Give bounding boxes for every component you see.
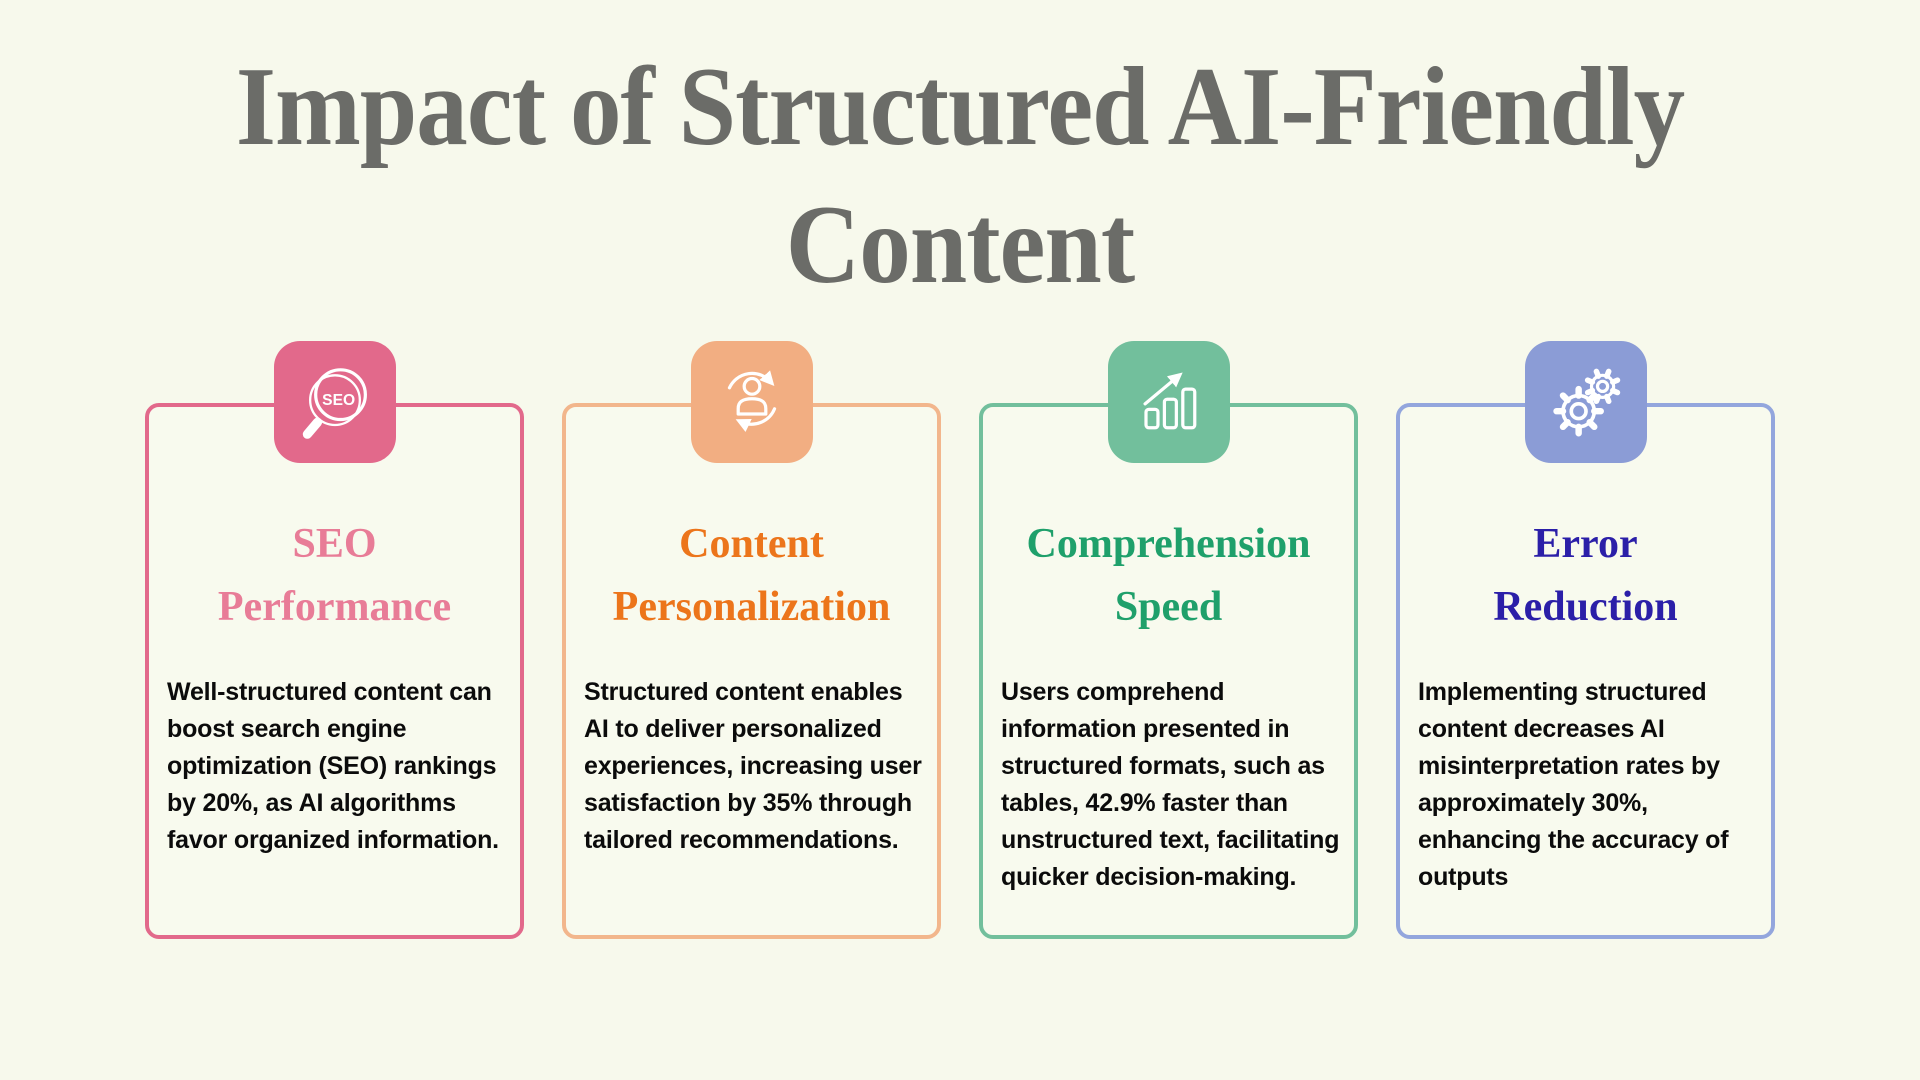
user-cycle-icon — [727, 370, 776, 433]
page-title-line-1: Impact of Structured AI-Friendly — [235, 45, 1685, 169]
card-content-personalization: Content Personalization Structured conte… — [562, 341, 941, 939]
card-heading: Comprehension Speed — [983, 513, 1354, 639]
growth-chart-icon — [1142, 372, 1196, 430]
seo-icon-label: SEO — [322, 392, 355, 409]
cards-row: SEO SEO Performance Well-structured cont… — [0, 341, 1920, 939]
card-heading-line-2: Reduction — [1493, 584, 1678, 630]
card-body-text: Implementing structured content decrease… — [1418, 677, 1729, 891]
card-heading-line-1: Error — [1533, 521, 1638, 567]
card-heading-line-1: SEO — [292, 521, 377, 567]
card-heading: Content Personalization — [566, 513, 937, 639]
card-heading: SEO Performance — [149, 513, 520, 639]
page-title-line-2: Content — [785, 183, 1135, 307]
card-heading: Error Reduction — [1400, 513, 1771, 639]
card-heading-line-2: Personalization — [612, 584, 891, 630]
page-title: Impact of Structured AI-Friendly Content — [0, 38, 1920, 314]
card-heading-line-1: Content — [679, 521, 824, 567]
card-body-text: Structured content enables AI to deliver… — [584, 677, 922, 854]
card-seo-performance: SEO SEO Performance Well-structured cont… — [145, 341, 524, 939]
card-comprehension-speed: Comprehension Speed Users comprehend inf… — [979, 341, 1358, 939]
seo-icon-tile: SEO — [273, 341, 396, 463]
seo-magnifier-icon: SEO — [302, 368, 367, 439]
card-error-reduction: Error Reduction Implementing structured … — [1396, 341, 1775, 939]
card-body-text: Well-structured content can boost search… — [167, 677, 499, 854]
card-heading-line-1: Comprehension — [1026, 521, 1311, 567]
card-heading-line-2: Performance — [217, 584, 452, 630]
card-body-text: Users comprehend information presented i… — [1001, 677, 1340, 891]
card-heading-line-2: Speed — [1114, 584, 1223, 630]
comprehension-icon-tile — [1107, 341, 1230, 463]
error-reduction-icon-tile — [1524, 341, 1647, 463]
personalization-icon-tile — [690, 341, 813, 463]
gears-icon — [1552, 368, 1620, 437]
